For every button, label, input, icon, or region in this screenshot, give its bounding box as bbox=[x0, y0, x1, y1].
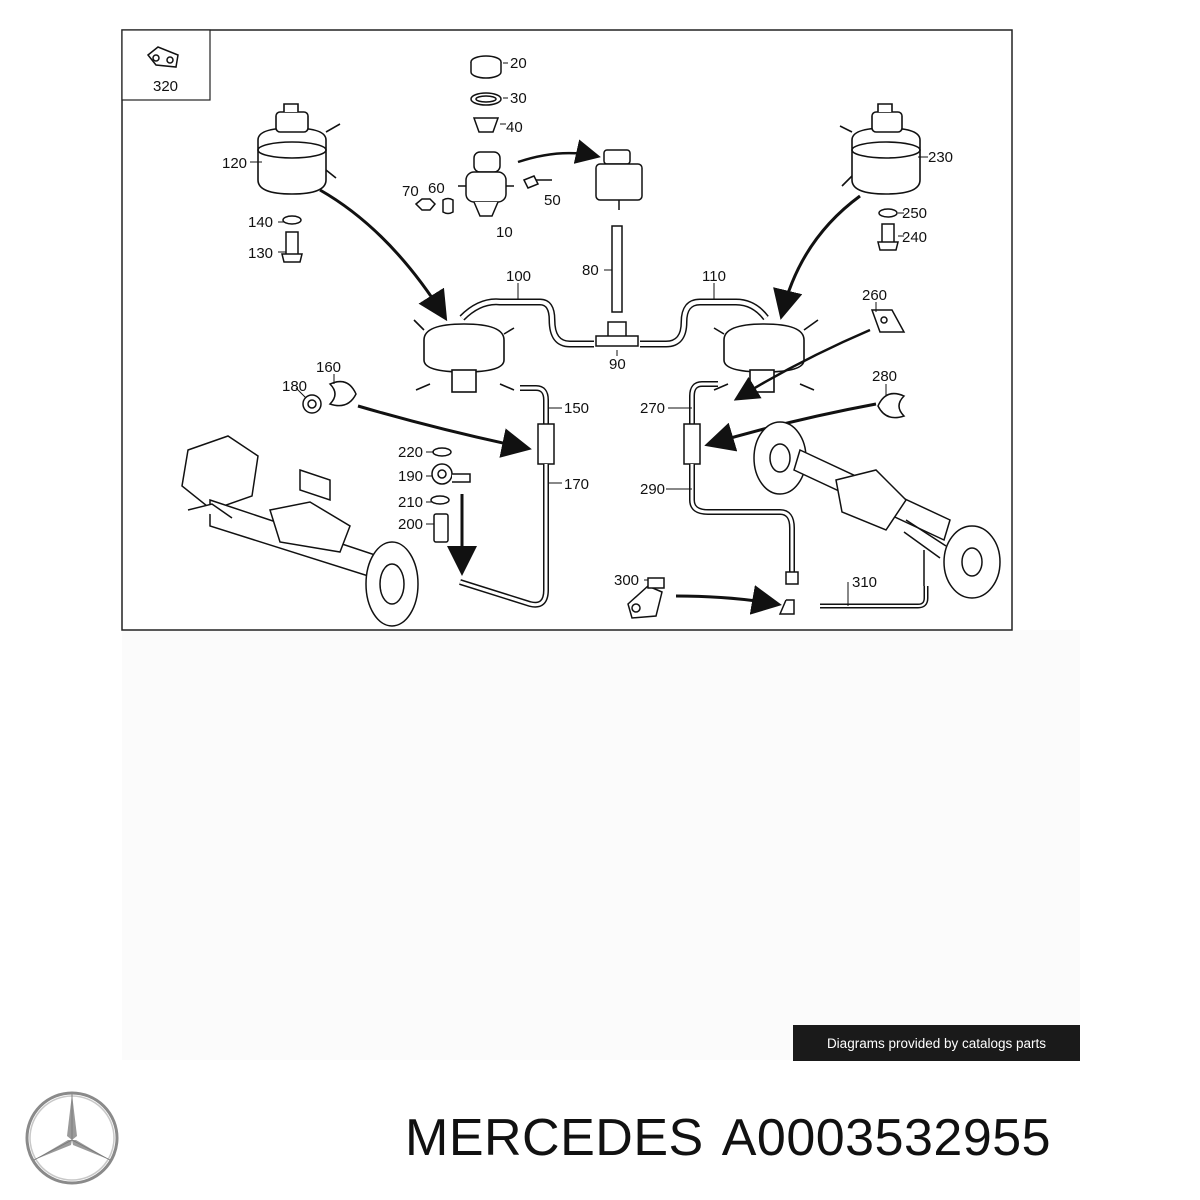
callout-label: 50 bbox=[544, 192, 561, 209]
elbow-fitting-part bbox=[627, 577, 665, 619]
callout-label: 310 bbox=[852, 574, 877, 591]
diagram-sheet-background bbox=[122, 630, 1080, 1060]
callout-label: 300 bbox=[614, 572, 639, 589]
callout-label: 160 bbox=[316, 359, 341, 376]
callout-label: 190 bbox=[398, 468, 423, 485]
right-reservoir-part bbox=[839, 103, 921, 195]
callout-label: 60 bbox=[428, 180, 445, 197]
callout-label: 280 bbox=[872, 368, 897, 385]
banjo-fitting-parts bbox=[430, 447, 471, 543]
front-axle-assembly bbox=[181, 435, 419, 627]
callout-label: 150 bbox=[564, 400, 589, 417]
mercedes-star-logo bbox=[25, 1091, 119, 1185]
callout-label: 30 bbox=[510, 90, 527, 107]
callout-label: 80 bbox=[582, 262, 599, 279]
callout-labels: 320 20 30 40 120 70 60 50 10 230 140 250… bbox=[153, 55, 953, 591]
right-bracket-part bbox=[877, 392, 906, 419]
callout-label: 290 bbox=[640, 481, 665, 498]
nut-part bbox=[414, 197, 454, 215]
callout-label: 120 bbox=[222, 155, 247, 172]
brand-name: MERCEDES bbox=[405, 1109, 704, 1167]
callout-label: 130 bbox=[248, 245, 273, 262]
callout-label: 320 bbox=[153, 78, 178, 95]
left-bracket-part bbox=[302, 380, 357, 414]
left-level-valve-part bbox=[413, 319, 515, 393]
part-number: A0003532955 bbox=[721, 1109, 1052, 1167]
right-washer-part bbox=[877, 208, 899, 251]
leader-lines bbox=[250, 62, 928, 606]
rear-axle-assembly bbox=[753, 421, 1001, 599]
clip-icon bbox=[146, 46, 179, 68]
callout-label: 250 bbox=[902, 205, 927, 222]
callout-label: 240 bbox=[902, 229, 927, 246]
callout-label: 20 bbox=[510, 55, 527, 72]
callout-label: 90 bbox=[609, 356, 626, 373]
callout-label: 270 bbox=[640, 400, 665, 417]
left-hose-fitting-part bbox=[537, 423, 555, 465]
sensor-part bbox=[595, 149, 643, 210]
left-reservoir-part bbox=[257, 103, 341, 195]
valve-body-part bbox=[458, 151, 514, 217]
callout-label: 100 bbox=[506, 268, 531, 285]
callout-label: 260 bbox=[862, 287, 887, 304]
part-title: MERCEDES A0003532955 bbox=[405, 1108, 1069, 1168]
callout-label: 70 bbox=[402, 183, 419, 200]
callout-label: 220 bbox=[398, 444, 423, 461]
callout-label: 40 bbox=[506, 119, 523, 136]
left-washer-part bbox=[281, 215, 303, 263]
callout-label: 10 bbox=[496, 224, 513, 241]
callout-label: 210 bbox=[398, 494, 423, 511]
mount-plate-part bbox=[870, 309, 906, 333]
reservoir-cap-part bbox=[470, 55, 502, 133]
diagram-credit-badge: Diagrams provided by catalogs parts bbox=[793, 1025, 1080, 1061]
callout-label: 110 bbox=[702, 268, 726, 285]
callout-label: 170 bbox=[564, 476, 589, 493]
bolt-part bbox=[522, 175, 552, 189]
right-hose-fitting-part bbox=[683, 423, 701, 465]
callout-label: 200 bbox=[398, 516, 423, 533]
t-connector-part bbox=[595, 321, 639, 347]
callout-label: 140 bbox=[248, 214, 273, 231]
callout-label: 180 bbox=[282, 378, 307, 395]
callout-label: 230 bbox=[928, 149, 953, 166]
pipe-part bbox=[611, 225, 623, 313]
right-level-valve-part bbox=[713, 319, 819, 393]
